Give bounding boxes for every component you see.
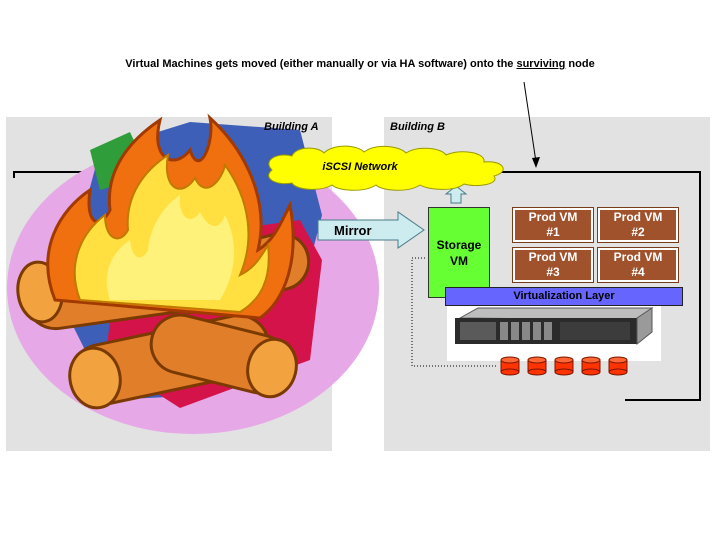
building-b-label: Building B bbox=[390, 121, 445, 133]
fire-clipart-icon bbox=[7, 113, 379, 434]
prod-vm-2: Prod VM #2 bbox=[597, 207, 679, 243]
prod-vm-1: Prod VM #1 bbox=[512, 207, 594, 243]
storage-link-dotted bbox=[411, 257, 497, 367]
caption-text: Virtual Machines gets moved (either manu… bbox=[125, 58, 517, 70]
mirror-arrow-icon bbox=[317, 211, 425, 249]
prod-vm-4: Prod VM #4 bbox=[597, 247, 679, 283]
server-icon bbox=[447, 305, 661, 361]
virtualization-layer-bar: Virtualization Layer bbox=[445, 287, 683, 306]
pointer-arrow bbox=[523, 81, 540, 168]
disk-array-icon bbox=[500, 356, 628, 376]
iscsi-network-label: iSCSI Network bbox=[322, 161, 398, 173]
caption-text-end: node bbox=[565, 58, 595, 70]
building-a-label: Building A bbox=[264, 121, 319, 133]
caption-emphasis: surviving bbox=[516, 58, 566, 70]
storage-vm-box: Storage VM bbox=[428, 207, 490, 298]
diagram-caption: Virtual Machines gets moved (either manu… bbox=[0, 58, 720, 70]
iscsi-network-cloud bbox=[268, 145, 504, 191]
up-arrow-icon bbox=[444, 185, 468, 204]
prod-vm-3: Prod VM #3 bbox=[512, 247, 594, 283]
mirror-label: Mirror bbox=[334, 223, 372, 238]
